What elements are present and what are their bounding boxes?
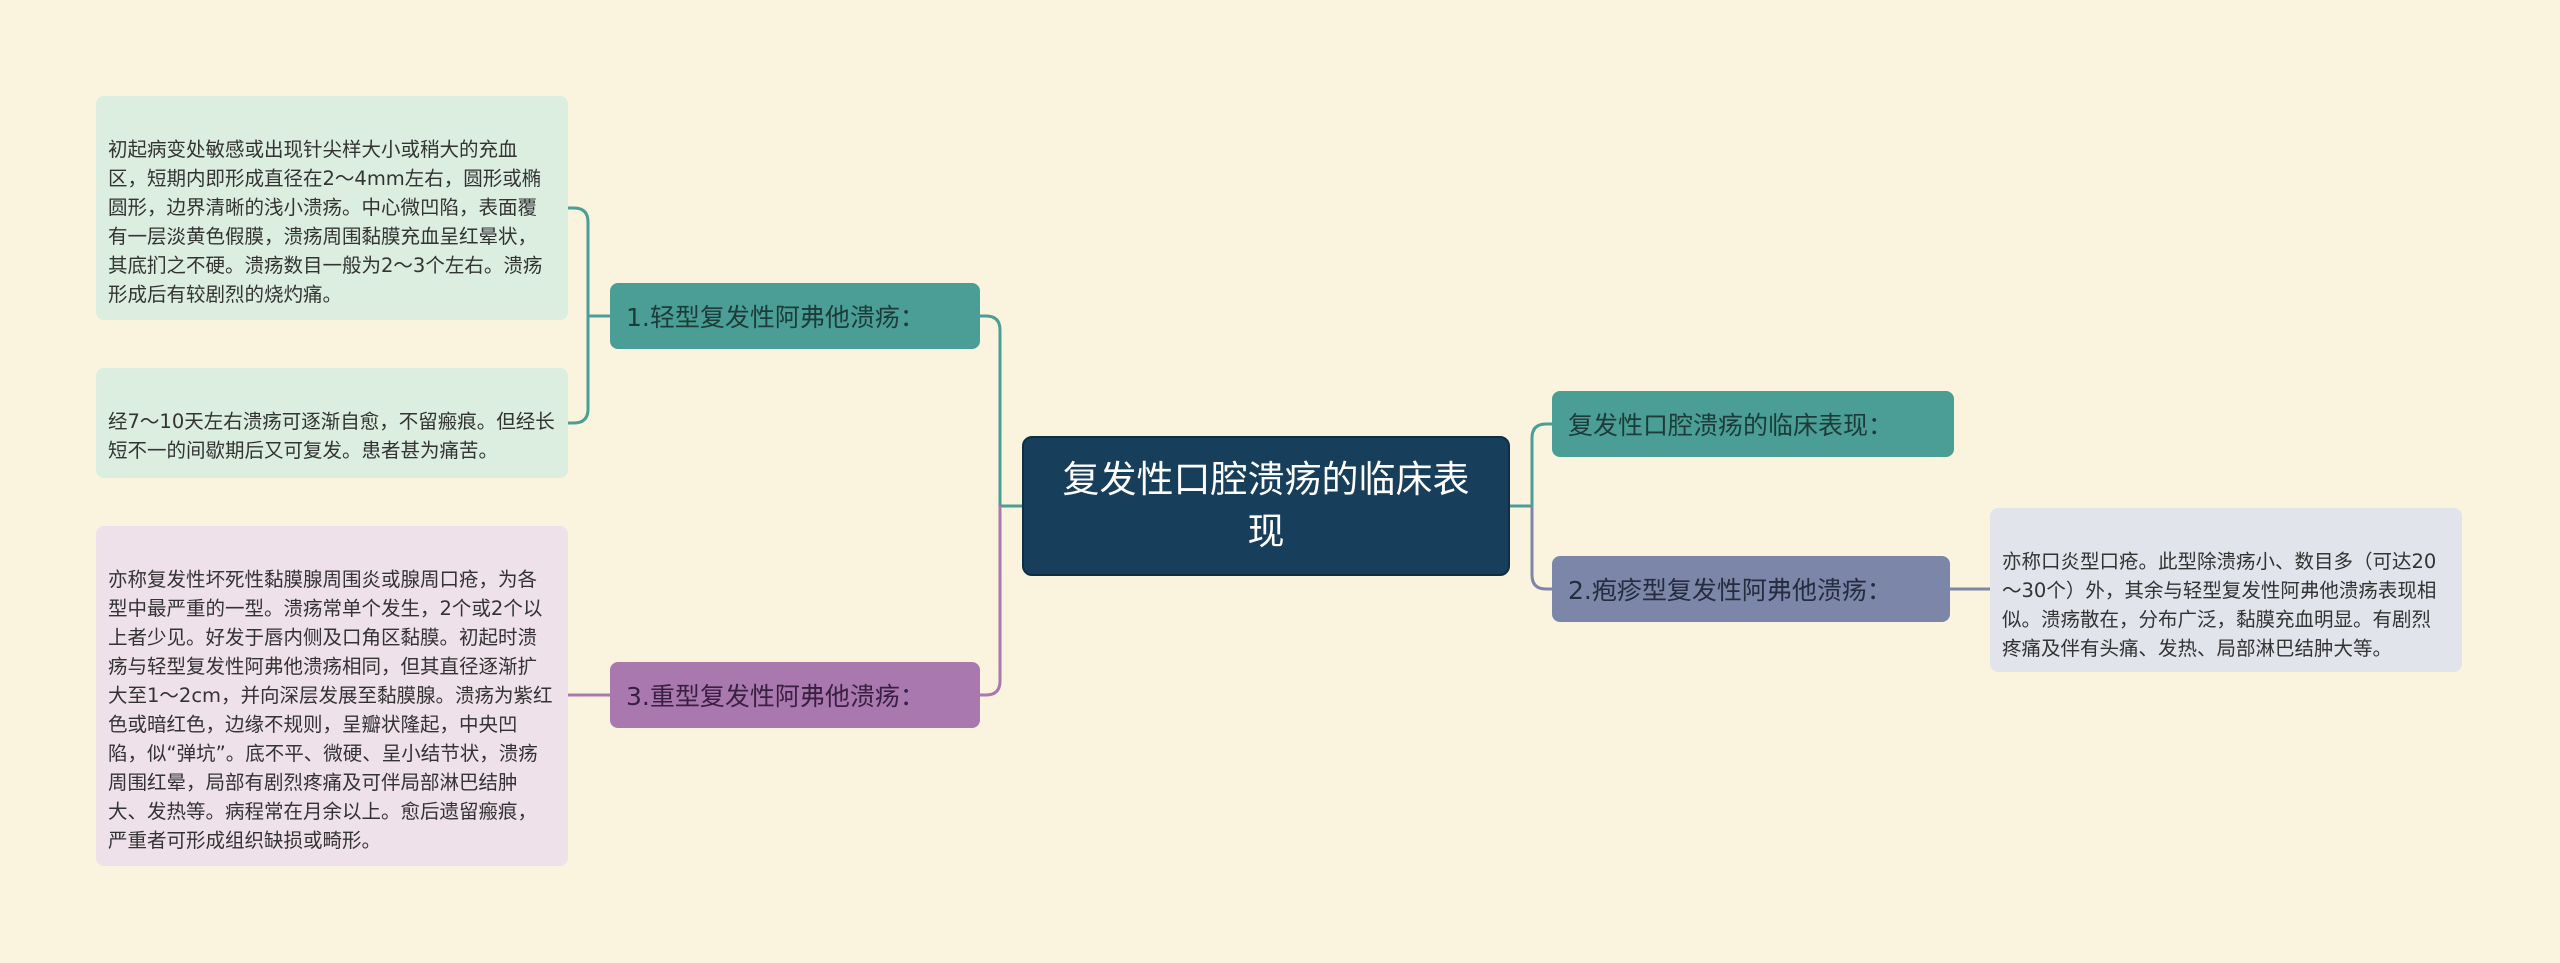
branch-herpetiform-aphthous-ulcer[interactable]: 2.疱疹型复发性阿弗他溃疡： bbox=[1552, 556, 1950, 622]
leaf-major-description[interactable]: 亦称复发性坏死性黏膜腺周围炎或腺周口疮，为各型中最严重的一型。溃疡常单个发生，2… bbox=[96, 526, 568, 866]
branch-mild-aphthous-ulcer[interactable]: 1.轻型复发性阿弗他溃疡： bbox=[610, 283, 980, 349]
branch-clinical-manifestation[interactable]: 复发性口腔溃疡的临床表现： bbox=[1552, 391, 1954, 457]
root-topic-label: 复发性口腔溃疡的临床表现 bbox=[1062, 458, 1470, 553]
connector-root-br2 bbox=[1530, 506, 1552, 591]
branch-label: 2.疱疹型复发性阿弗他溃疡： bbox=[1568, 576, 1892, 605]
leaf-text: 亦称口炎型口疮。此型除溃疡小、数目多（可达20～30个）外，其余与轻型复发性阿弗… bbox=[2002, 550, 2437, 660]
leaf-text: 经7～10天左右溃疡可逐渐自愈，不留瘢痕。但经长短不一的间歇期后又可复发。患者甚… bbox=[108, 410, 555, 462]
branch-label: 复发性口腔溃疡的临床表现： bbox=[1568, 411, 1894, 440]
leaf-mild-healing-description[interactable]: 经7～10天左右溃疡可逐渐自愈，不留瘢痕。但经长短不一的间歇期后又可复发。患者甚… bbox=[96, 368, 568, 478]
leaf-mild-onset-description[interactable]: 初起病变处敏感或出现针尖样大小或稍大的充血区，短期内即形成直径在2～4mm左右，… bbox=[96, 96, 568, 320]
branch-major-aphthous-ulcer[interactable]: 3.重型复发性阿弗他溃疡： bbox=[610, 662, 980, 728]
leaf-text: 亦称复发性坏死性黏膜腺周围炎或腺周口疮，为各型中最严重的一型。溃疡常单个发生，2… bbox=[108, 568, 553, 852]
connector-root-b3 bbox=[980, 506, 1002, 697]
root-topic[interactable]: 复发性口腔溃疡的临床表现 bbox=[1022, 436, 1510, 576]
connector-b1-l2 bbox=[568, 316, 590, 425]
connector-root-br1 bbox=[1530, 422, 1552, 506]
branch-label: 1.轻型复发性阿弗他溃疡： bbox=[626, 303, 925, 332]
leaf-herpetiform-description[interactable]: 亦称口炎型口疮。此型除溃疡小、数目多（可达20～30个）外，其余与轻型复发性阿弗… bbox=[1990, 508, 2462, 672]
leaf-text: 初起病变处敏感或出现针尖样大小或稍大的充血区，短期内即形成直径在2～4mm左右，… bbox=[108, 138, 543, 306]
connector-root-b1 bbox=[980, 314, 1002, 506]
connector-b1-l1 bbox=[568, 206, 590, 316]
branch-label: 3.重型复发性阿弗他溃疡： bbox=[626, 682, 925, 711]
